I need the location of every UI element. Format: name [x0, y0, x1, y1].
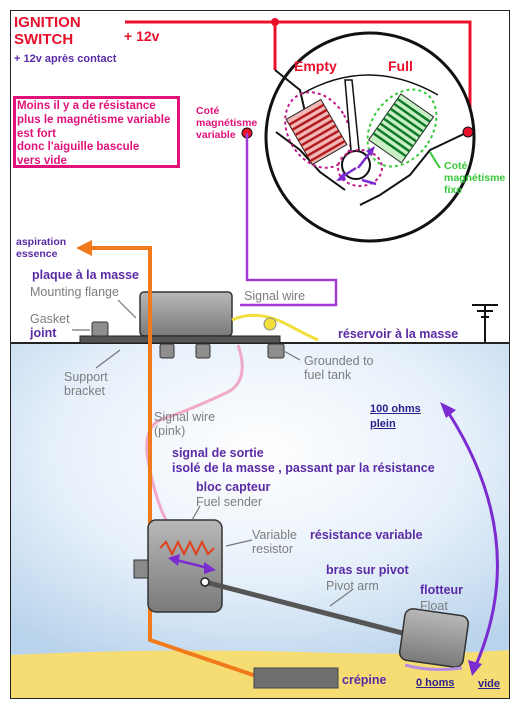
- ground-symbol: [472, 304, 498, 343]
- gasket-label: Gasket: [30, 312, 70, 326]
- flange-bolts: [91, 321, 285, 359]
- coil-fixed-label: Coté magnétisme fixe: [444, 160, 506, 197]
- strainer: [253, 667, 339, 689]
- plein-label: plein: [370, 418, 396, 430]
- pivot-arrowhead-1: [336, 172, 346, 181]
- fuel-sender-block: [147, 519, 223, 613]
- vide-label: vide: [478, 678, 501, 690]
- ohms-100-label: 100 ohms: [370, 403, 421, 415]
- gasket: [79, 335, 281, 344]
- ground-strap: [231, 313, 319, 342]
- range-arrowhead-bottom: [468, 660, 482, 676]
- signal-wire-pink: [145, 344, 244, 542]
- fuel-pickup-tube: [85, 246, 263, 680]
- leader-lines: [72, 299, 353, 607]
- pivot-arrowhead-2: [366, 146, 375, 156]
- float-shadow: [404, 663, 463, 671]
- support-bracket-label: Support bracket: [64, 370, 108, 399]
- res-variable-label: résistance variable: [310, 528, 423, 542]
- float: [398, 608, 470, 668]
- range-arc-arrow: [446, 411, 499, 666]
- signal-out-label-1: signal de sortie: [172, 446, 264, 460]
- range-arrowhead-top: [440, 402, 456, 418]
- fixed-pointer-line: [429, 151, 441, 169]
- coil-variable-label: Coté magnétisme variable: [196, 105, 258, 142]
- variable-resistor-coil: [159, 539, 215, 557]
- gauge-circle: [264, 31, 476, 243]
- mounting-flange-label: Mounting flange: [30, 285, 119, 299]
- junction-top: [271, 18, 279, 26]
- signal-out-label-2: isolé de la masse , passant par la résis…: [172, 461, 435, 475]
- coil-fixed: [368, 93, 435, 164]
- gauge-full-label: Full: [388, 58, 413, 74]
- bras-pivot-label: bras sur pivot: [326, 563, 409, 577]
- float-label: Float: [420, 599, 448, 613]
- reservoir-label: réservoir à la masse: [338, 327, 459, 341]
- terminal-right: [462, 126, 474, 138]
- pivot-ring: [337, 149, 383, 187]
- grounded-label: Grounded to fuel tank: [304, 354, 374, 383]
- plus12-wire: [125, 20, 472, 132]
- variable-resistor-label: Variable resistor: [252, 528, 297, 557]
- ignition-label: IGNITION: [14, 14, 81, 31]
- pivot-arm-label: Pivot arm: [326, 579, 379, 593]
- gauge-empty-label: Empty: [294, 58, 337, 74]
- gauge-scale-arc: [299, 74, 439, 96]
- coil-fixed-ring: [366, 88, 438, 168]
- aspiration-label: aspiration essence: [16, 236, 67, 261]
- plus12-label: + 12v: [124, 28, 160, 44]
- sender-side-tab: [133, 559, 149, 579]
- note-text: Moins il y a de résistance plus le magné…: [17, 100, 171, 168]
- joint-label: joint: [30, 326, 57, 340]
- note-box: [13, 96, 180, 168]
- switch-label: SWITCH: [14, 31, 74, 48]
- fuel-sender-label: Fuel sender: [196, 495, 263, 509]
- pivot-arm: [204, 579, 411, 638]
- ohms-0-label: 0 homs: [416, 677, 455, 689]
- bloc-capteur-label: bloc capteur: [196, 480, 271, 494]
- strap-terminal: [263, 317, 277, 331]
- resistor-arrowhead-left: [168, 554, 180, 566]
- signal-wire-pink-label: Signal wire (pink): [154, 410, 216, 439]
- coil-variable-ring: [284, 91, 352, 169]
- resistor-arrowhead-right: [204, 562, 216, 574]
- pivot-point: [200, 577, 210, 587]
- flotteur-label: flotteur: [420, 583, 464, 597]
- tank-interior: [11, 343, 509, 655]
- crepine-label: crépine: [342, 673, 387, 687]
- resistor-arrow-line: [175, 558, 209, 570]
- after-contact-label: + 12v après contact: [14, 53, 117, 65]
- aspiration-arrowhead: [76, 240, 92, 256]
- plate-label: plaque à la masse: [32, 268, 140, 282]
- mounting-flange: [139, 291, 233, 337]
- coil-variable: [285, 98, 348, 166]
- signal-wire-purple: [240, 133, 338, 307]
- signal-wire-top-label: Signal wire: [244, 289, 306, 303]
